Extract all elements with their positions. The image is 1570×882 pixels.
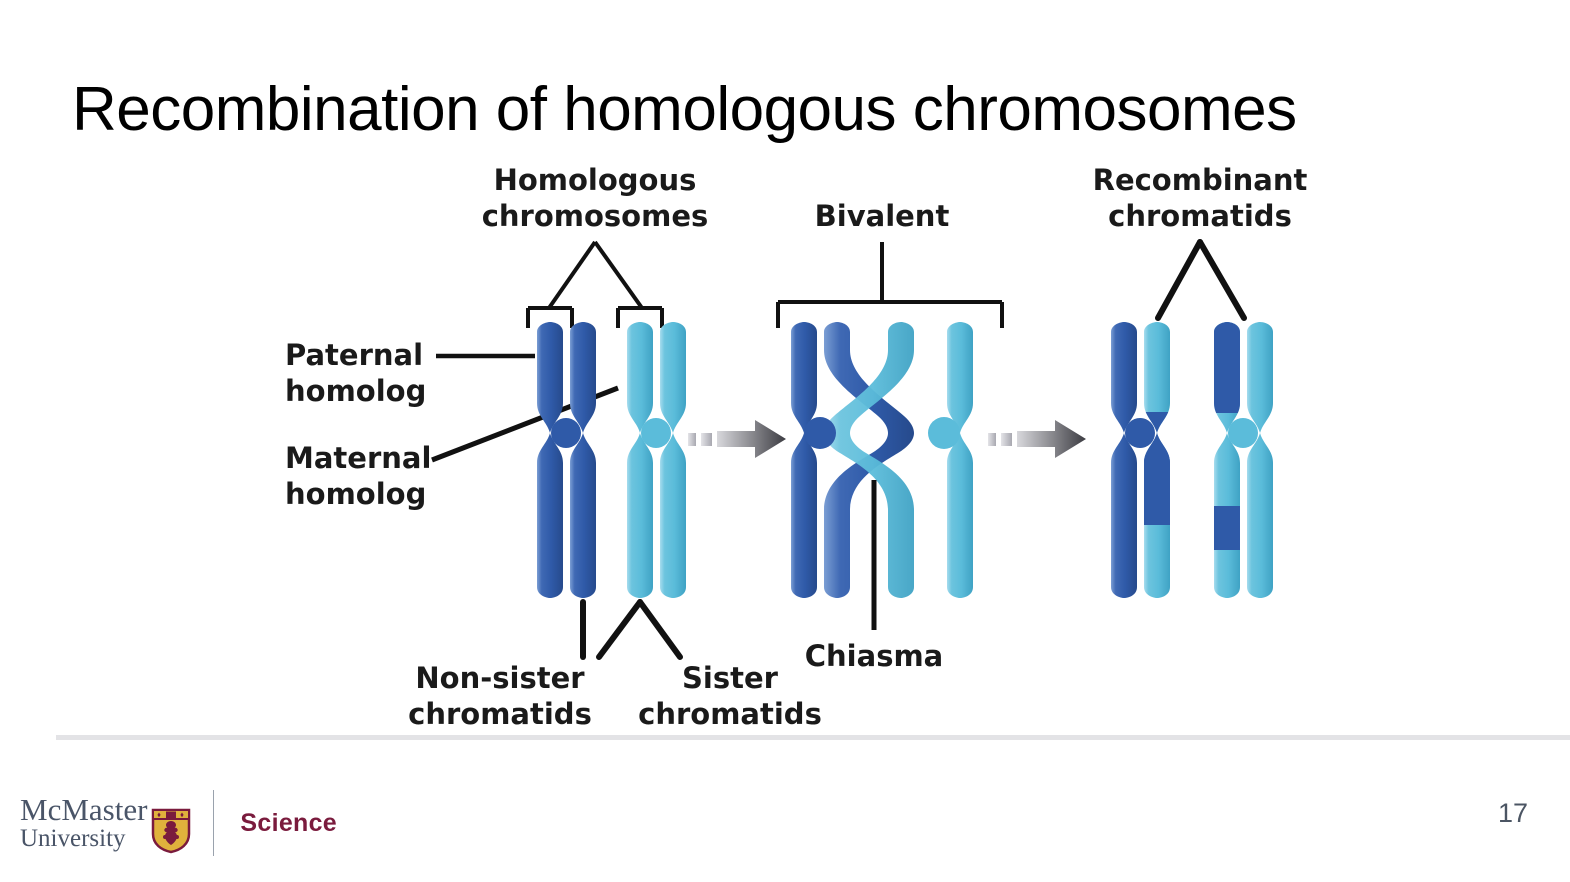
recombinant-b-chromatid-recombinant bbox=[1214, 322, 1240, 598]
recombinant-b-chromatid-parental bbox=[1247, 322, 1273, 598]
label-chiasma: Chiasma bbox=[805, 639, 944, 673]
bivalent-maternal-crossing-chromatid bbox=[824, 322, 914, 598]
paternal-chromosome bbox=[537, 322, 596, 598]
mcmaster-university-logo: McMaster University bbox=[20, 792, 191, 854]
label-sister-line1: Sister bbox=[682, 661, 779, 695]
bivalent-paternal-centromere bbox=[804, 417, 836, 449]
recombinant-chromosome-a bbox=[1111, 322, 1170, 598]
stage-arrow-2 bbox=[988, 420, 1086, 458]
page-number: 17 bbox=[1497, 798, 1528, 828]
maternal-chromatid-right bbox=[660, 322, 686, 598]
recombinant-chromosome-b bbox=[1214, 322, 1273, 598]
stage-homologous-chromosomes: Homologous chromosomes Paternal homolog … bbox=[285, 163, 822, 730]
label-bivalent: Bivalent bbox=[815, 199, 950, 233]
homologous-leader-lines bbox=[526, 240, 664, 328]
label-maternal-line1: Maternal bbox=[285, 441, 431, 475]
recombinant-b-centromere bbox=[1228, 418, 1258, 448]
faculty-name: Science bbox=[240, 808, 338, 837]
mcmaster-crest-icon bbox=[151, 808, 191, 859]
label-recombinant-line1: Recombinant bbox=[1093, 163, 1308, 197]
recombinant-a-centromere bbox=[1125, 418, 1155, 448]
label-sister-line2: chromatids bbox=[638, 697, 822, 730]
recombinant-a-chromatid-parental bbox=[1111, 322, 1137, 598]
label-homologous-line2: chromosomes bbox=[482, 199, 709, 233]
paternal-centromere bbox=[551, 418, 581, 448]
chromatid-leader-lines bbox=[580, 599, 683, 660]
maternal-centromere bbox=[641, 418, 671, 448]
slide-footer: McMaster University bbox=[0, 740, 1570, 882]
label-maternal-line2: homolog bbox=[285, 477, 426, 511]
brand-lockup: McMaster University bbox=[20, 788, 337, 858]
mcmaster-wordmark: McMaster University bbox=[20, 792, 147, 852]
label-nonsister-line2: chromatids bbox=[408, 697, 592, 730]
maternal-chromatid-left bbox=[627, 322, 653, 598]
label-paternal-line1: Paternal bbox=[285, 338, 423, 372]
brand-divider bbox=[213, 790, 215, 856]
recombinant-a-chromatid-recombinant bbox=[1144, 322, 1170, 598]
bivalent-maternal-outer-chromatid bbox=[947, 322, 973, 598]
page-title: Recombination of homologous chromosomes bbox=[72, 75, 1297, 144]
recombination-diagram: Homologous chromosomes Paternal homolog … bbox=[250, 150, 1320, 730]
bivalent-bracket bbox=[776, 242, 1004, 328]
bivalent-maternal-centromere bbox=[928, 417, 960, 449]
university-name-line1: McMaster bbox=[20, 792, 148, 827]
maternal-chromosome bbox=[627, 322, 686, 598]
label-homologous-line1: Homologous bbox=[494, 163, 697, 197]
bivalent-paternal-outer-chromatid bbox=[791, 322, 817, 598]
paternal-chromatid-right bbox=[570, 322, 596, 598]
stage-recombinant-chromatids: Recombinant chromatids bbox=[1093, 163, 1308, 598]
university-name-line2: University bbox=[20, 825, 126, 852]
stage-arrow-1 bbox=[688, 420, 786, 458]
label-recombinant-line2: chromatids bbox=[1108, 199, 1292, 233]
label-nonsister-line1: Non-sister bbox=[415, 661, 585, 695]
recombinant-leader-lines bbox=[1155, 239, 1247, 321]
footer-divider bbox=[56, 735, 1570, 740]
paternal-chromatid-left bbox=[537, 322, 563, 598]
label-paternal-line2: homolog bbox=[285, 374, 426, 408]
stage-bivalent: Bivalent Chiasm bbox=[776, 199, 1004, 673]
